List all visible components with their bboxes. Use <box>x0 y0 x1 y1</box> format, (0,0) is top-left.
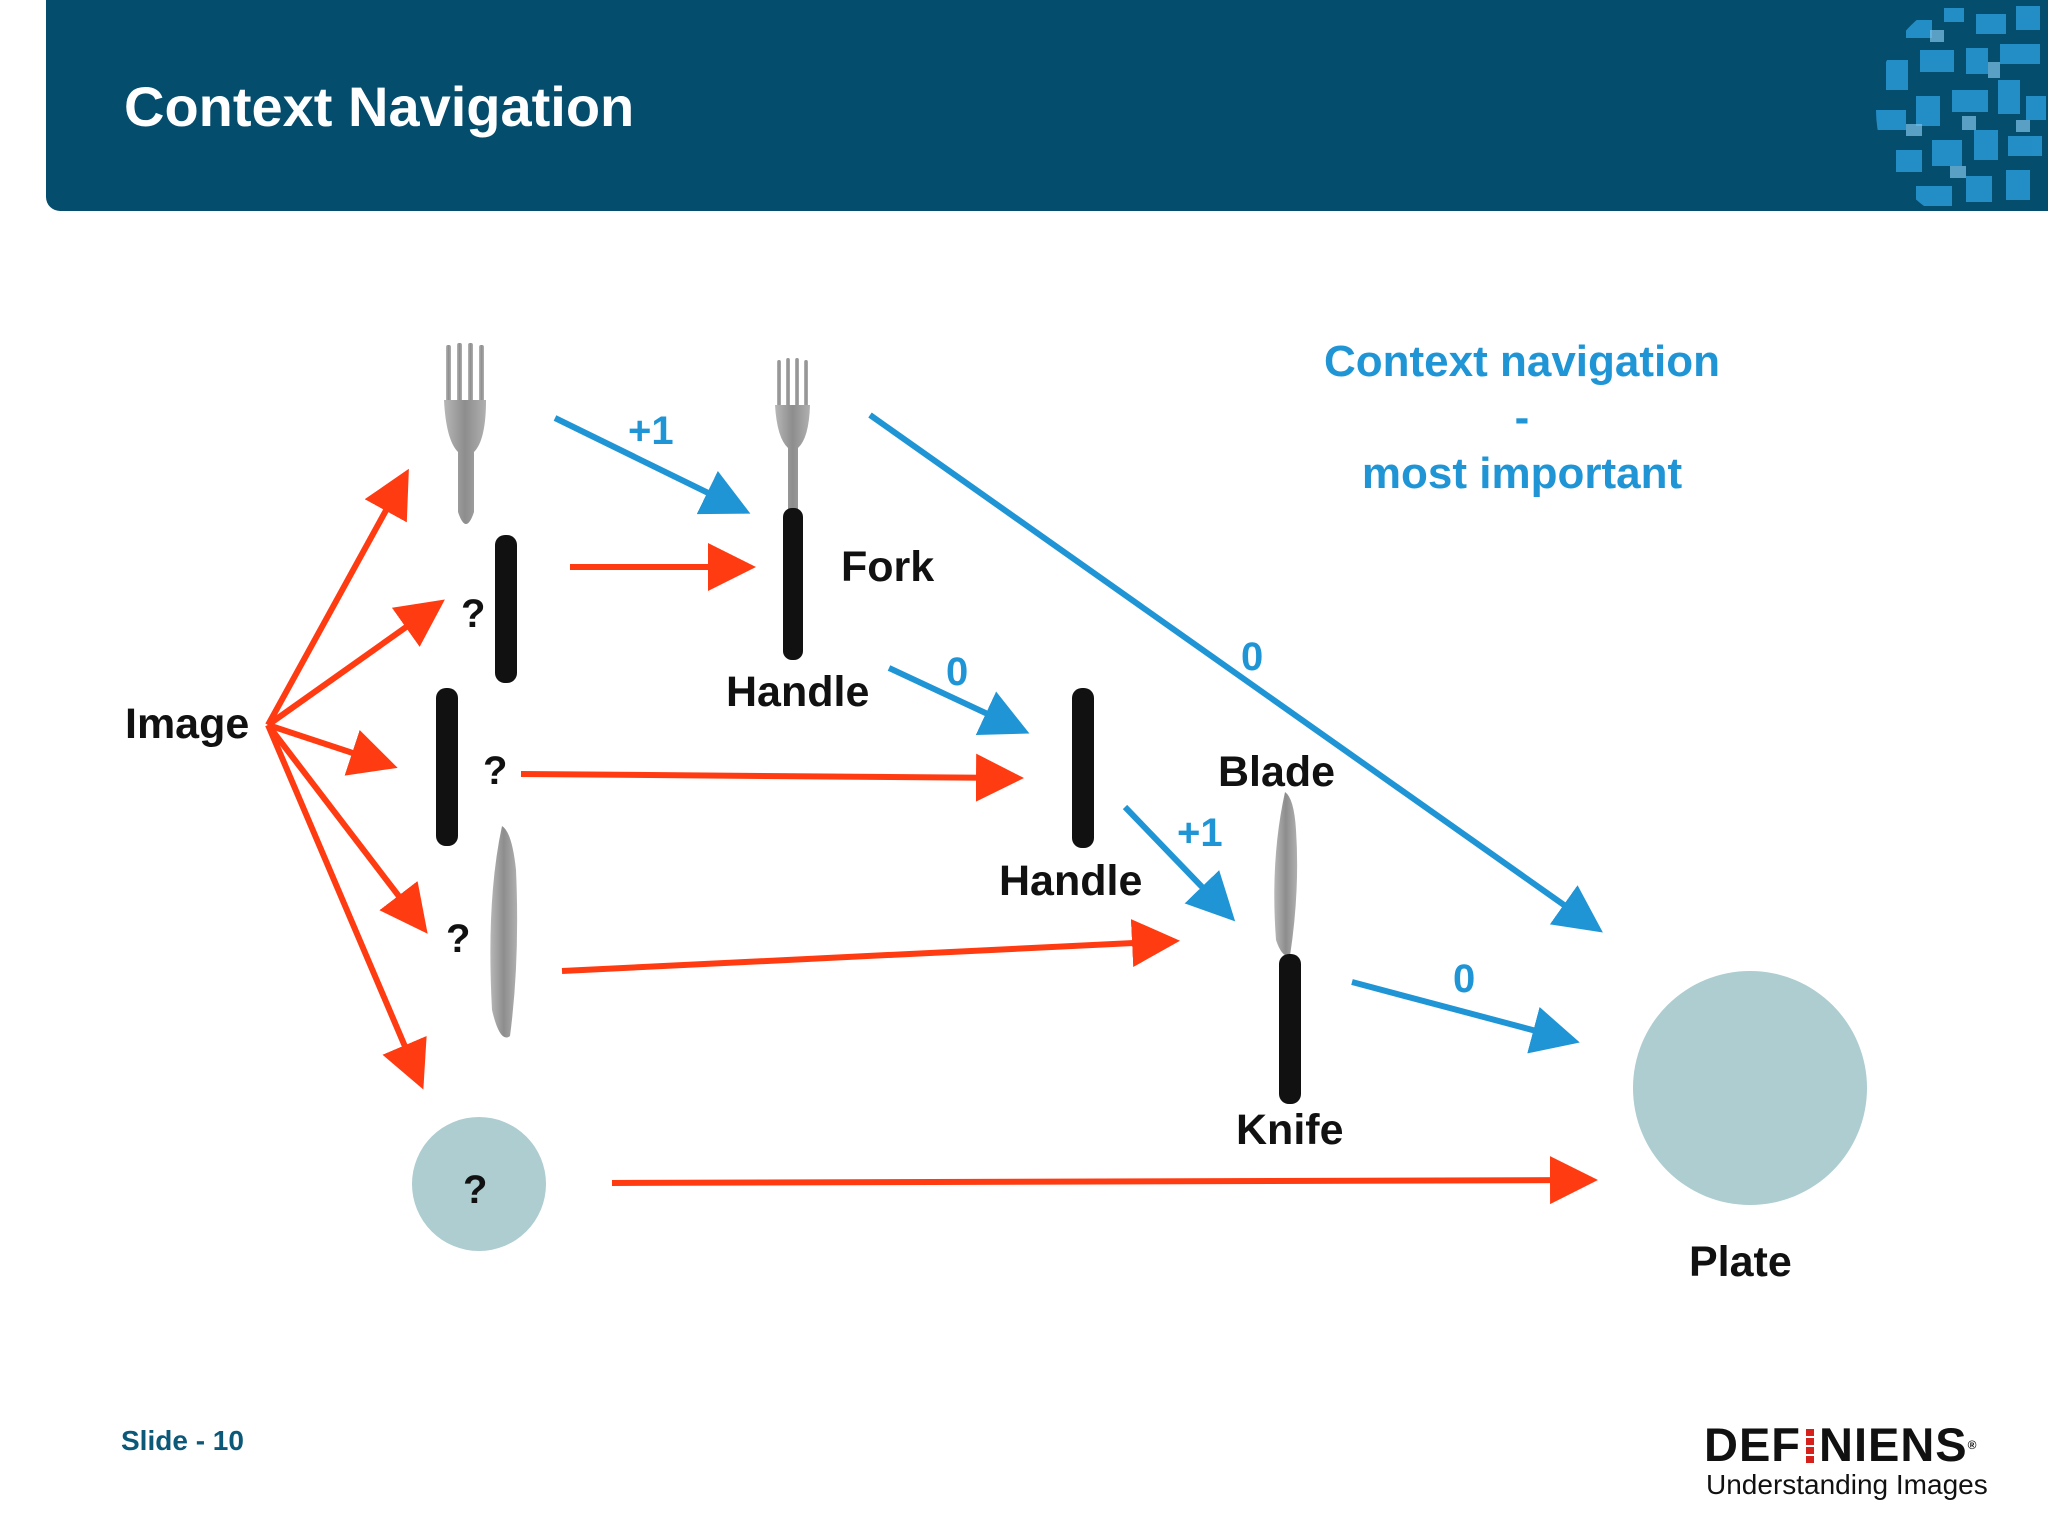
small-plate-icon <box>412 1117 546 1251</box>
handle-to-handle-arrow <box>887 665 1030 735</box>
handle-shape-icon <box>436 688 458 846</box>
plate-to-plate-arrow <box>611 1156 1598 1205</box>
weight-label: 0 <box>1453 957 1476 1001</box>
callout-line: most important <box>1361 449 1683 498</box>
blade-shape-icon <box>490 826 518 1038</box>
registered-mark: ® <box>1967 1438 1978 1452</box>
image-to-fork-head-arrow <box>265 468 409 727</box>
weight-label: 0 <box>1241 635 1264 679</box>
callout-line: - <box>1514 393 1530 442</box>
question-mark: ? <box>463 1168 488 1212</box>
plate-label: Plate <box>1689 1238 1792 1286</box>
weight-label: 0 <box>946 650 969 694</box>
fork-label: Fork <box>841 543 935 591</box>
logo-word-right: NIENS <box>1819 1418 1968 1471</box>
fork-head-to-fork-arrow <box>553 415 751 515</box>
handle-label: Handle <box>726 668 870 716</box>
knife-to-plate-arrow <box>1351 979 1580 1054</box>
callout-line: Context navigation <box>1323 337 1721 386</box>
handle-shape-icon <box>495 535 517 683</box>
blade-to-knife-blade-arrow <box>561 919 1180 974</box>
handle-to-handle-arrow <box>520 753 1024 802</box>
image-to-handle-arrow <box>266 599 445 728</box>
fork-to-plate-arrow <box>868 412 1603 933</box>
fork-icon <box>775 358 810 660</box>
knife-label: Knife <box>1236 1106 1344 1154</box>
callout-note: Context navigation - most important <box>1270 334 1774 502</box>
question-mark: ? <box>483 749 508 793</box>
slide-number: Slide - 10 <box>121 1425 244 1456</box>
weight-label: +1 <box>628 409 674 453</box>
handle-label: Handle <box>999 857 1143 905</box>
header-bar: Context Navigation <box>46 0 2048 211</box>
plate-icon <box>1633 971 1867 1205</box>
company-logo: DEF NIENS® Understanding Images <box>1704 1420 2004 1500</box>
weight-label: +1 <box>1177 811 1223 855</box>
image-label: Image <box>125 700 250 748</box>
blade-label: Blade <box>1218 748 1336 796</box>
logo-tagline: Understanding Images <box>1706 1469 1988 1500</box>
handle-shape-icon <box>1072 688 1094 848</box>
image-to-plate-arrow <box>265 723 427 1090</box>
question-mark: ? <box>446 917 471 961</box>
image-to-handle-arrow <box>267 722 398 776</box>
image-to-blade-arrow <box>265 723 428 934</box>
globe-logo-icon <box>1876 6 2046 206</box>
logo-wordmark: DEF NIENS® <box>1704 1420 2004 1470</box>
fork-head-icon <box>444 343 486 524</box>
knife-icon <box>1274 792 1301 1104</box>
slide-title: Context Navigation <box>124 75 635 138</box>
question-mark: ? <box>461 592 486 636</box>
handle-to-knife-arrow <box>1122 804 1236 922</box>
logo-word-left: DEF <box>1704 1418 1801 1471</box>
logo-dots-icon <box>1806 1429 1814 1463</box>
